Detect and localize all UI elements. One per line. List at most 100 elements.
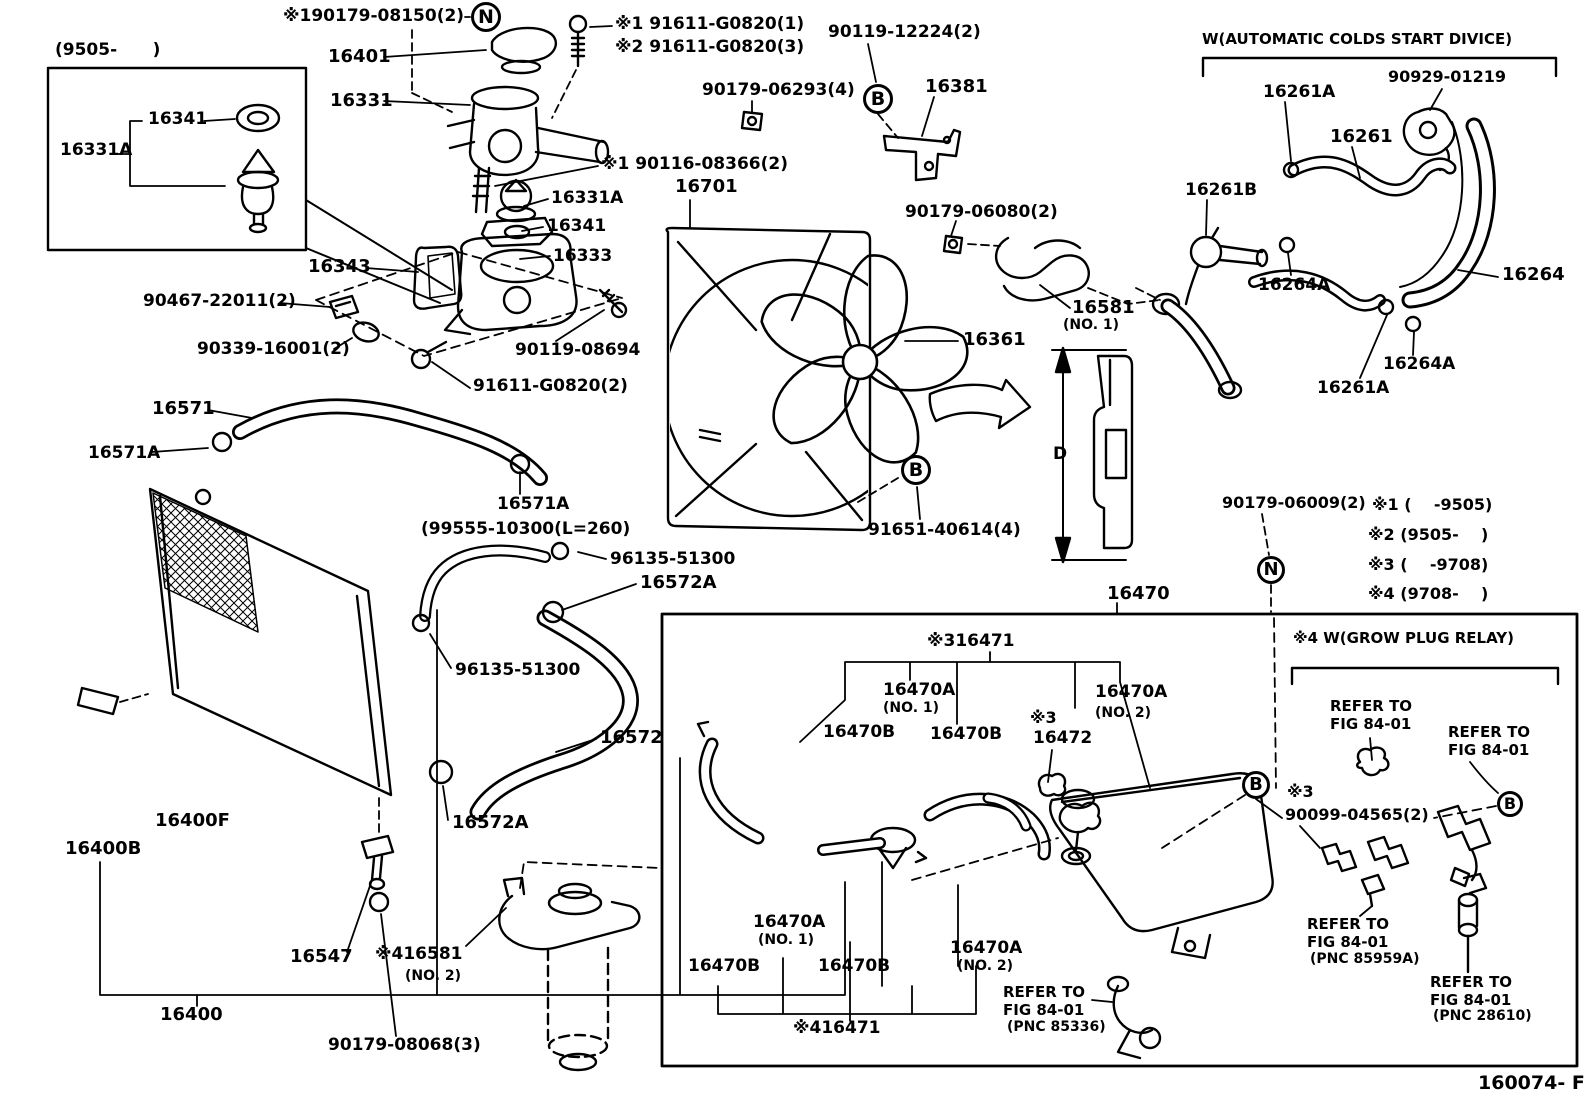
label-p16581-no1: (NO. 1) [1063, 317, 1120, 333]
label-p16400B: 16400B [65, 838, 142, 859]
label-p16400F: 16400F [155, 810, 230, 831]
clamp-16572A-low [428, 759, 454, 785]
reserve-tank-box [660, 612, 1579, 1068]
label-p90179-06293: 90179-06293(4) [702, 80, 855, 100]
label-note-416471: ※416471 [793, 1018, 881, 1038]
label-g16470B-2l: 16470B [818, 956, 891, 976]
bracket-316471 [799, 653, 1151, 789]
label-p16264A-up: 16264A [1258, 275, 1331, 295]
label-p16261A-top: 16261A [1263, 82, 1336, 102]
label-ref-ru-2: FIG 84-01 [1448, 741, 1530, 759]
elbow-85336 [1112, 984, 1154, 1034]
label-box-16341: 16341 [148, 109, 208, 129]
water-outlet-assembly [315, 14, 764, 370]
label-g16470A-2l-no: (NO. 2) [957, 958, 1014, 974]
label-note3-low: ※3 [1287, 782, 1314, 801]
label-ref-rl-3: (PNC 28610) [1433, 1008, 1532, 1024]
label-g16470A-1l: 16470A [753, 912, 826, 932]
assembly-dashed-outline [315, 251, 623, 357]
label-ref-ru-1: REFER TO [1448, 723, 1531, 741]
stud-90116 [471, 166, 492, 214]
radiator-hoses [211, 398, 639, 821]
drain-plug-part [76, 686, 120, 716]
water-outlet-16331 [470, 85, 540, 111]
label-note4: ※4 (9708- ) [1368, 584, 1489, 603]
radiator-cap-16401 [490, 26, 557, 63]
water-inlet-16333 [456, 232, 578, 332]
label-g16470B-2u: 16470B [930, 724, 1003, 744]
thermostat-box [241, 148, 276, 174]
bracket-90099-a [1320, 842, 1358, 873]
airflow-arrow [928, 378, 1032, 430]
label-g16470A-1u-no: (NO. 1) [883, 700, 940, 716]
valve-16261B [1189, 235, 1223, 269]
label-hdr-grow: ※4 W(GROW PLUG RELAY) [1293, 629, 1515, 647]
label-p16572: 16572 [600, 727, 663, 748]
label-p16401: 16401 [328, 46, 391, 67]
sender-28610 [1449, 866, 1471, 888]
clamp-16261A-top [1282, 161, 1300, 179]
label-p90119-12224: 90119-12224(2) [828, 22, 981, 42]
label-g16470A-2l: 16470A [950, 938, 1023, 958]
label-p16472: 16472 [1033, 728, 1093, 748]
label-note-416581-no2: (NO. 2) [405, 968, 462, 984]
clamp-16264A-up [1278, 236, 1296, 254]
dimension-d [1051, 346, 1127, 564]
label-note-91611-2: ※2 91611-G0820(3) [615, 37, 805, 57]
label-p16261: 16261 [1330, 126, 1393, 147]
label-p16264: 16264 [1502, 264, 1565, 285]
bolt-91611 [568, 14, 588, 34]
bolt-91611-2 [410, 348, 432, 370]
label-p90339: 90339-16001(2) [197, 339, 350, 359]
label-g16470A-2u: 16470A [1095, 682, 1168, 702]
acsd-assembly [1135, 56, 1558, 400]
label-ref-ll-2: FIG 84-01 [1307, 933, 1389, 951]
relay-part [1356, 746, 1390, 777]
label-ref-rl-1: REFER TO [1430, 973, 1513, 991]
screw-90119-08694 [598, 288, 624, 314]
label-note-90179-08150: ※190179-08150(2) [283, 6, 465, 26]
clamp-96135-up [550, 541, 570, 561]
bracket-16581-no1 [942, 234, 1161, 305]
fan-shroud-16701 [665, 226, 872, 532]
label-cond-9505-box: (9505- ) [55, 40, 161, 60]
label-p90179-06009: 90179-06009(2) [1222, 493, 1366, 512]
gasket-16341 [480, 216, 554, 248]
grow-plug-bracket [1290, 666, 1560, 686]
water-pipe-flange [1151, 292, 1181, 316]
label-p96135-low: 96135-51300 [455, 660, 581, 680]
label-p16547: 16547 [290, 946, 353, 967]
circle-B-box-right: B [1497, 791, 1523, 817]
label-box-16331A: 16331A [60, 140, 133, 160]
label-p16261B: 16261B [1185, 180, 1258, 200]
label-p16361: 16361 [963, 329, 1026, 350]
label-g16470A-1l-no: (NO. 1) [758, 932, 815, 948]
drain-cock-16547 [360, 834, 395, 882]
label-p16581: 16581 [1072, 297, 1135, 318]
clip-90929 [1402, 107, 1456, 156]
clamp-16261A-low [1377, 298, 1395, 316]
circle-B-box-left: B [1242, 771, 1270, 799]
filler-neck [194, 488, 212, 506]
gasket-16341-box [235, 103, 281, 133]
bracket-416471 [717, 941, 977, 1022]
label-p16400: 16400 [160, 1004, 223, 1025]
label-p16571A-mid: 16571A [497, 494, 570, 514]
label-p16571: 16571 [152, 398, 215, 419]
dashed-N-drop [1273, 617, 1277, 789]
label-note-316471: ※316471 [927, 631, 1015, 651]
circle-B-top: B [863, 84, 893, 114]
bolt-85959A [1360, 873, 1386, 908]
label-p90099: 90099-04565(2) [1285, 805, 1429, 824]
part-16472 [1037, 772, 1067, 797]
label-p16331: 16331 [330, 90, 393, 111]
leader-91651-dashed [857, 477, 899, 503]
label-note3-16472: ※3 [1030, 708, 1057, 727]
cooling-fan-16361 [760, 254, 969, 464]
label-ref-ll-3: (PNC 85959A) [1310, 951, 1420, 967]
bracket-90099-b [1366, 835, 1410, 870]
label-p91611-2: 91611-G0820(2) [473, 376, 628, 396]
circle-N-mid: N [1257, 556, 1285, 584]
clamp-16264A-low [1404, 315, 1422, 333]
label-dim-d: D [1053, 444, 1068, 464]
